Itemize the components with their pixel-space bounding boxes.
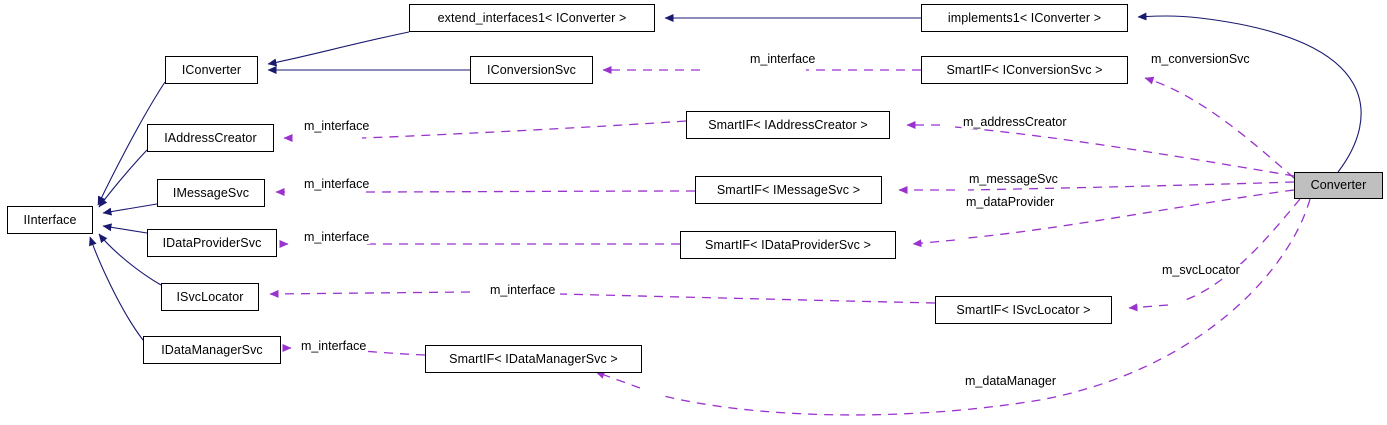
edge-label-m-datamanager: m_dataManager — [964, 374, 1058, 388]
node-smartif-iaddresscreator[interactable]: SmartIF< IAddressCreator > — [686, 111, 890, 139]
node-idatamanagersvc[interactable]: IDataManagerSvc — [143, 336, 281, 364]
node-smartif-idataprovidersvc[interactable]: SmartIF< IDataProviderSvc > — [680, 231, 896, 259]
node-extend-interfaces1[interactable]: extend_interfaces1< IConverter > — [409, 4, 655, 32]
node-smartif-idatamanagersvc[interactable]: SmartIF< IDataManagerSvc > — [425, 345, 642, 373]
node-implements1[interactable]: implements1< IConverter > — [921, 4, 1128, 32]
edge-label-m-dataprovider: m_dataProvider — [965, 195, 1056, 209]
node-smartif-imessagesvc[interactable]: SmartIF< IMessageSvc > — [695, 176, 882, 204]
node-iconversionsvc[interactable]: IConversionSvc — [470, 56, 593, 84]
node-iconverter[interactable]: IConverter — [165, 56, 258, 84]
node-iaddresscreator[interactable]: IAddressCreator — [147, 124, 274, 152]
edge-label-m-messagesvc: m_messageSvc — [968, 172, 1059, 186]
edge-label-m-interface-addresscreator: m_interface — [303, 119, 371, 133]
node-idataprovidersvc[interactable]: IDataProviderSvc — [147, 229, 277, 257]
edge-label-m-interface-datamanager: m_interface — [300, 339, 368, 353]
edge-label-m-addresscreator: m_addressCreator — [962, 115, 1068, 129]
node-imessagesvc[interactable]: IMessageSvc — [157, 179, 265, 207]
edge-label-m-interface-dataprovider: m_interface — [303, 230, 371, 244]
edge-label-m-interface-svclocator: m_interface — [489, 283, 557, 297]
node-iinterface[interactable]: IInterface — [7, 206, 93, 234]
node-isvclocator[interactable]: ISvcLocator — [161, 283, 259, 311]
node-converter[interactable]: Converter — [1294, 172, 1383, 199]
edge-label-m-conversionsvc: m_conversionSvc — [1150, 52, 1251, 66]
node-smartif-isvclocator[interactable]: SmartIF< ISvcLocator > — [935, 296, 1112, 324]
edge-label-m-interface-messagesvc: m_interface — [303, 177, 371, 191]
edge-label-m-interface-conversionsvc: m_interface — [749, 52, 817, 66]
edge-label-m-svclocator: m_svcLocator — [1161, 263, 1241, 277]
node-smartif-iconversionsvc[interactable]: SmartIF< IConversionSvc > — [921, 56, 1128, 84]
